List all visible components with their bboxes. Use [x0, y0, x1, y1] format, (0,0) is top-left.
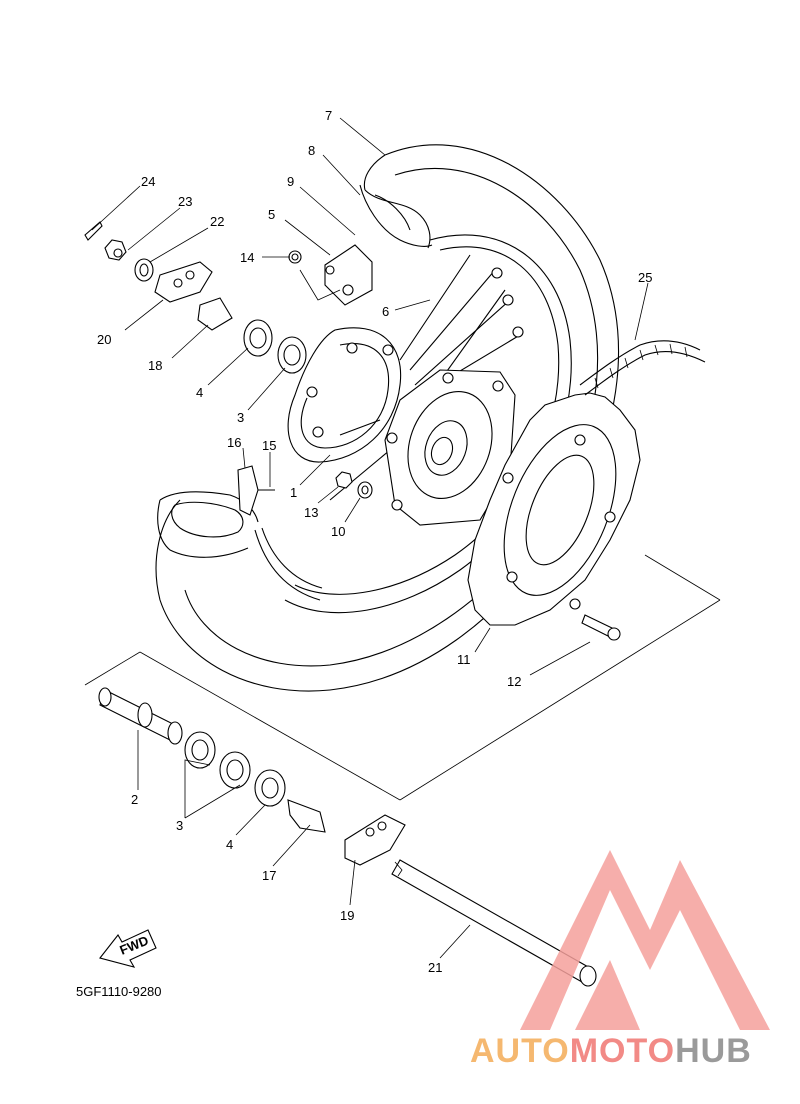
lower-axle-parts [98, 687, 597, 987]
callout-15: 15 [262, 438, 276, 453]
callout-16: 16 [227, 435, 241, 450]
watermark-part1: AUTO [470, 1032, 570, 1070]
callout-11: 11 [457, 652, 471, 667]
callout-25: 25 [638, 270, 652, 285]
leader-lines [91, 117, 649, 959]
callout-4-lower: 4 [226, 837, 233, 852]
callout-8: 8 [308, 143, 315, 158]
watermark-text: AUTOMOTOHUB [470, 1032, 752, 1070]
callout-12: 12 [507, 674, 521, 689]
callout-21: 21 [428, 960, 442, 975]
callout-10: 10 [331, 524, 345, 539]
callout-numbers: 24 23 22 20 18 4 3 16 15 1 13 10 14 5 8 … [97, 108, 652, 975]
watermark-part3: HUB [675, 1032, 752, 1070]
callout-19: 19 [340, 908, 354, 923]
watermark-part2: MOTO [570, 1032, 675, 1070]
fwd-arrow-icon: FWD [99, 929, 157, 968]
callout-24: 24 [141, 174, 155, 189]
callout-2: 2 [131, 792, 138, 807]
callout-20: 20 [97, 332, 111, 347]
upper-small-parts [84, 221, 307, 374]
drive-chain [579, 340, 706, 396]
rim-with-spokes [254, 234, 572, 614]
callout-13: 13 [304, 505, 318, 520]
callout-17: 17 [262, 868, 276, 883]
rim-lock [288, 244, 373, 306]
frame-lines [84, 554, 721, 801]
callout-3-upper: 3 [237, 410, 244, 425]
hub-plate [287, 327, 402, 463]
callout-6: 6 [382, 304, 389, 319]
diagram-code: 5GF1110-9280 [76, 984, 162, 999]
callout-4-upper: 4 [196, 385, 203, 400]
rear-sprocket [467, 392, 641, 626]
callout-7: 7 [325, 108, 332, 123]
sprocket-bolt [581, 614, 621, 641]
callout-23: 23 [178, 194, 192, 209]
callout-3-lower: 3 [176, 818, 183, 833]
callout-18: 18 [148, 358, 162, 373]
callout-9: 9 [287, 174, 294, 189]
middle-small-parts [237, 465, 373, 516]
wheel-hub [384, 369, 516, 526]
callout-22: 22 [210, 214, 224, 229]
callout-14: 14 [240, 250, 254, 265]
callout-1: 1 [290, 485, 297, 500]
watermark-logo-icon [520, 850, 770, 1030]
callout-5: 5 [268, 207, 275, 222]
